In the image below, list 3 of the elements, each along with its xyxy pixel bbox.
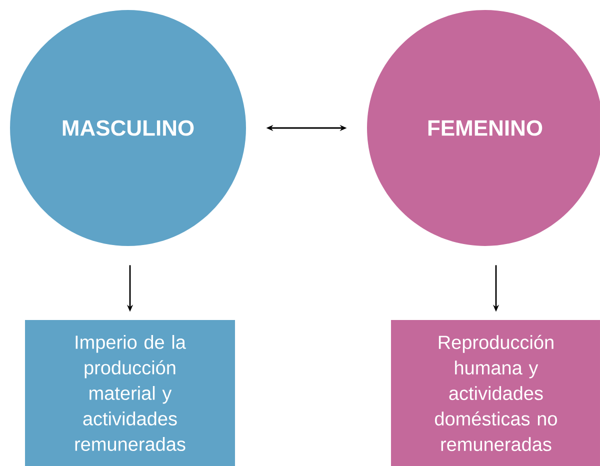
circle-node: MASCULINO <box>10 10 246 246</box>
text-box: Imperio de la producción material y actividades remuneradas <box>25 320 235 466</box>
text-box: Reproducción humana y actividades domésticas no remuneradas <box>391 320 600 466</box>
